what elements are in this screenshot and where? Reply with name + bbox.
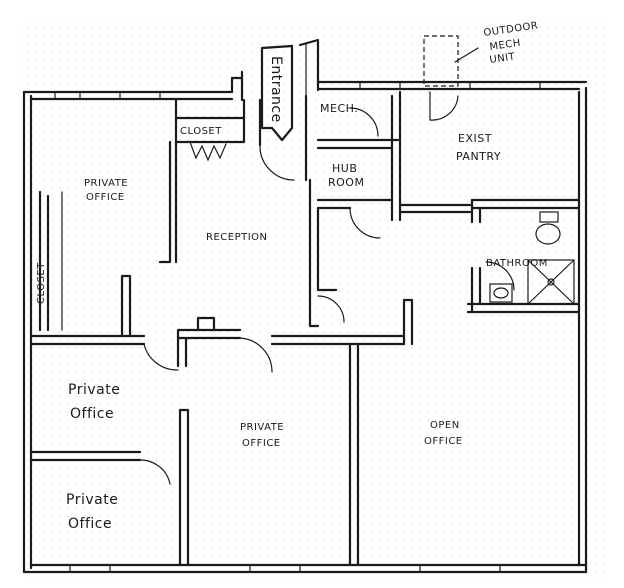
label-bathroom: BATHROOM	[486, 258, 548, 269]
label-open-1: OPEN	[430, 420, 460, 431]
label-hub-1: HUB	[332, 162, 357, 175]
label-office-tl-1: PRIVATE	[84, 178, 128, 189]
label-office-tl-2: OFFICE	[86, 192, 125, 203]
room-labels: Entrance CLOSET MECH. HUB ROOM OUTDOOR M…	[36, 20, 548, 532]
label-hub-2: ROOM	[328, 176, 364, 189]
label-pantry-1: EXIST	[458, 132, 492, 145]
label-outdoor-2: MECH	[489, 38, 522, 53]
label-mech: MECH.	[320, 102, 358, 115]
label-reception: RECEPTION	[206, 232, 268, 243]
interior-walls	[29, 35, 581, 567]
label-open-2: OFFICE	[424, 436, 463, 447]
label-closet-top: CLOSET	[180, 126, 222, 137]
label-pantry-2: PANTRY	[456, 150, 501, 163]
label-office-c-2: OFFICE	[242, 438, 281, 449]
exterior-walls	[22, 38, 588, 574]
label-office-bl-2: Office	[68, 516, 112, 532]
label-closet-left: CLOSET	[36, 262, 47, 304]
label-office-bl-1: Private	[66, 492, 118, 508]
label-office-ml-1: Private	[68, 382, 120, 398]
label-outdoor-3: UNIT	[489, 51, 517, 66]
entrance-arrow	[260, 44, 294, 142]
label-office-c-1: PRIVATE	[240, 422, 284, 433]
label-entrance: Entrance	[268, 56, 284, 123]
label-office-ml-2: Office	[70, 406, 114, 422]
